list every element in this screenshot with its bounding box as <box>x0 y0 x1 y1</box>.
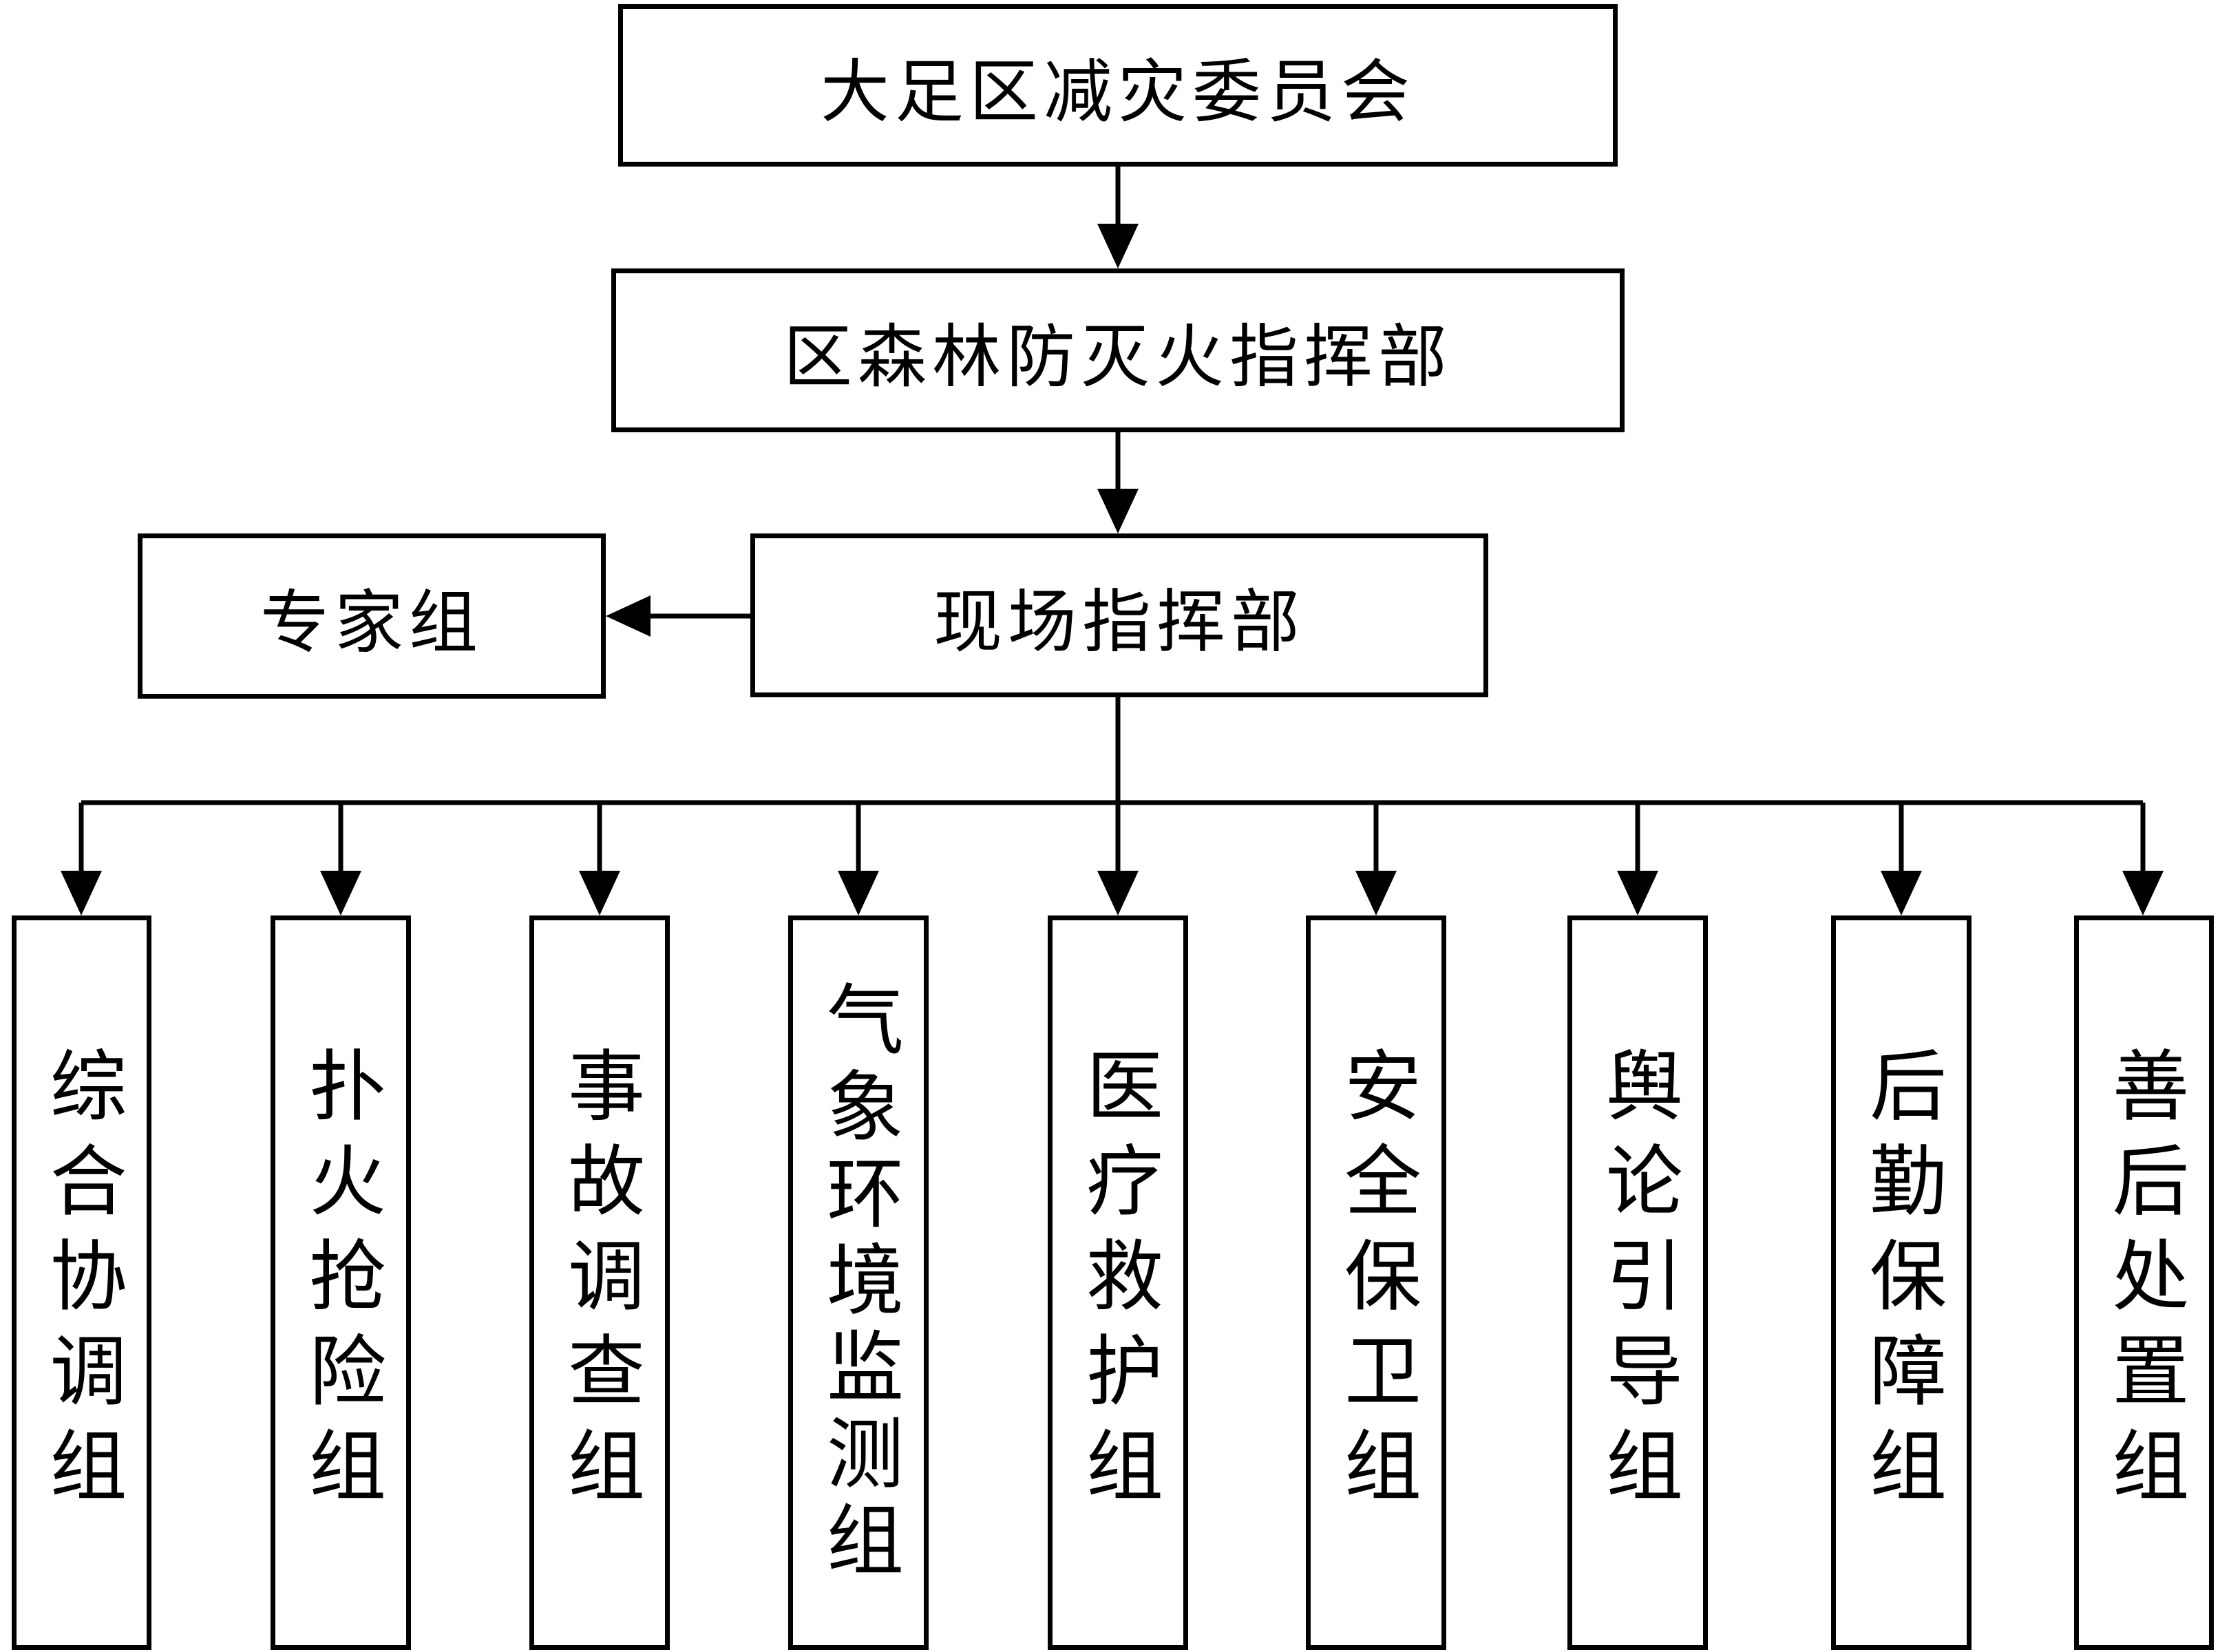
node-expert-group-label: 专家组 <box>260 582 483 663</box>
node-disaster-committee: 大足区减灾委员会 <box>618 4 1618 167</box>
node-field-command: 现场指挥部 <box>750 533 1488 697</box>
arrowhead-group-9 <box>2122 871 2164 915</box>
node-group-coordination: 综合协调组 <box>12 915 151 1650</box>
node-group-label: 后勤保障组 <box>1857 1045 1946 1521</box>
node-group-aftermath: 善后处置组 <box>2074 915 2214 1650</box>
node-group-label: 综合协调组 <box>36 1045 127 1521</box>
node-expert-group: 专家组 <box>138 533 606 699</box>
node-group-label: 舆论引导组 <box>1593 1045 1682 1521</box>
node-disaster-committee-label: 大足区减灾委员会 <box>821 51 1415 132</box>
node-forest-fire-command: 区森林防灭火指挥部 <box>611 268 1625 432</box>
arrowhead-group-6 <box>1355 871 1397 915</box>
node-group-security: 安全保卫组 <box>1306 915 1446 1650</box>
node-group-public-opinion: 舆论引导组 <box>1567 915 1708 1650</box>
node-group-weather-monitoring: 气象环境监测组 <box>788 915 929 1650</box>
node-group-label: 气象环境监测组 <box>814 979 903 1587</box>
arrowhead-group-4 <box>838 871 879 915</box>
arrowhead-group-5 <box>1097 871 1139 915</box>
node-group-medical: 医疗救护组 <box>1048 915 1188 1650</box>
node-field-command-label: 现场指挥部 <box>933 581 1305 662</box>
node-group-logistics: 后勤保障组 <box>1831 915 1971 1650</box>
arrowhead-group-7 <box>1617 871 1658 915</box>
arrowhead-group-3 <box>579 871 620 915</box>
node-group-investigation: 事故调查组 <box>529 915 670 1650</box>
arrowhead-group-8 <box>1881 871 1922 915</box>
node-group-label: 事故调查组 <box>555 1045 644 1521</box>
arrowhead-experts <box>606 595 651 637</box>
node-group-firefighting: 扑火抢险组 <box>271 915 411 1650</box>
arrowhead-field <box>1097 489 1139 533</box>
node-group-label: 扑火抢险组 <box>296 1045 385 1521</box>
node-group-label: 安全保卫组 <box>1331 1045 1421 1521</box>
node-group-label: 善后处置组 <box>2099 1045 2189 1521</box>
node-group-label: 医疗救护组 <box>1073 1045 1163 1521</box>
arrowhead-group-2 <box>320 871 361 915</box>
node-forest-fire-command-label: 区森林防灭火指挥部 <box>783 316 1452 397</box>
arrowhead-command <box>1097 224 1139 268</box>
arrowhead-group-1 <box>61 871 102 915</box>
